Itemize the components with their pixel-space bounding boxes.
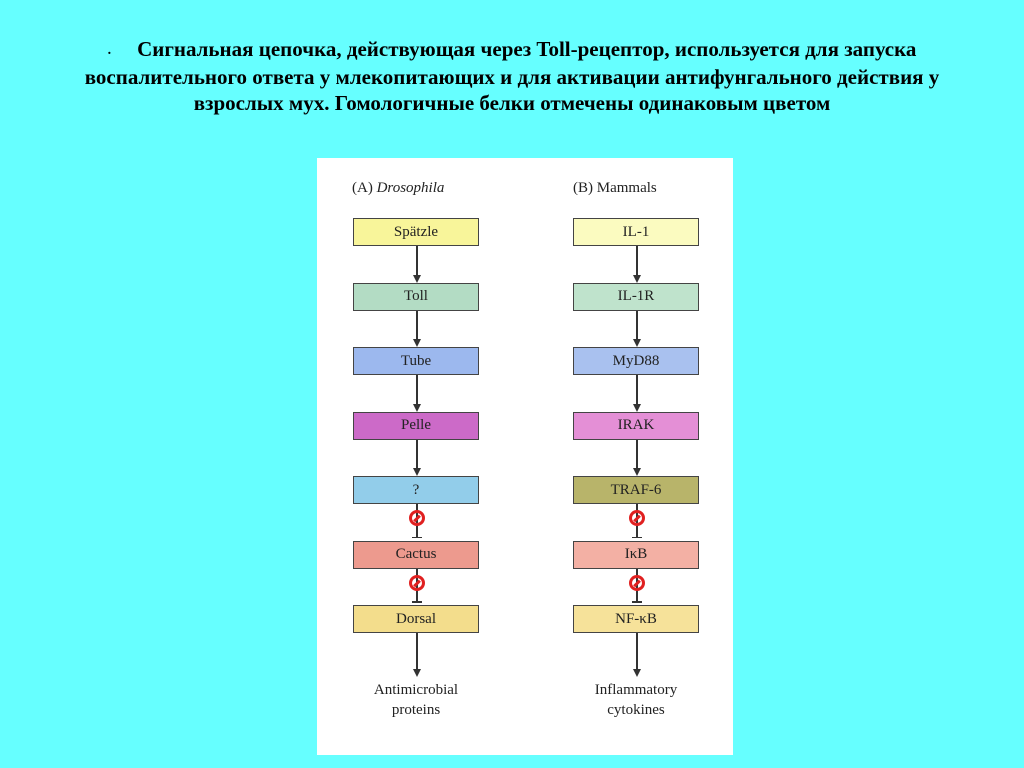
protein-box-a: ? (353, 476, 479, 504)
column-a-prefix: (A) (352, 180, 373, 196)
bullet-marker: . (107, 43, 112, 59)
column-header-drosophila: (A) Drosophila (352, 180, 444, 197)
protein-box-b: TRAF-6 (573, 476, 699, 504)
arrow-head (632, 669, 641, 677)
output-label-line: Antimicrobial (373, 682, 459, 698)
protein-box-a: Pelle (353, 411, 479, 440)
arrow-line (636, 633, 638, 669)
protein-box-b: IL-1 (573, 218, 699, 246)
protein-box-a: Tube (353, 347, 479, 375)
arrow-line (416, 310, 418, 339)
column-header-mammals: (B) Mammals (573, 180, 657, 197)
column-b-name: Mammals (596, 180, 657, 196)
output-label-line: proteins (391, 702, 441, 718)
arrow-head (632, 339, 641, 347)
column-b-prefix: (B) (573, 180, 593, 196)
inhibition-icon (408, 574, 425, 591)
arrow-line (416, 633, 418, 669)
arrow-head (412, 274, 421, 283)
inhibition-bar (631, 536, 642, 538)
output-label-line: Inflammatory (594, 682, 678, 698)
arrow-line (416, 246, 418, 275)
inhibition-icon (628, 510, 645, 526)
inhibition-bar (631, 601, 642, 603)
protein-box-b: NF-κB (573, 605, 699, 633)
inhibition-icon (408, 510, 425, 526)
output-label-line: cytokines (607, 702, 665, 718)
arrow-line (636, 310, 638, 339)
protein-box-b: IL-1R (573, 282, 699, 311)
column-a-name: Drosophila (376, 180, 445, 196)
protein-box-a: Toll (353, 282, 479, 311)
protein-box-a: Spätzle (353, 218, 479, 246)
protein-box-b: IRAK (573, 411, 699, 440)
output-label-a: Antimicrobial proteins (336, 680, 496, 720)
inhibition-bar (411, 601, 422, 603)
arrow-line (636, 439, 638, 468)
arrow-line (416, 375, 418, 404)
arrow-line (636, 375, 638, 404)
protein-box-b: MyD88 (573, 347, 699, 375)
arrow-head (632, 274, 641, 283)
slide-title-text: Сигнальная цепочка, действующая через To… (84, 37, 940, 116)
inhibition-icon (628, 574, 645, 591)
arrow-head (632, 468, 641, 476)
arrow-head (412, 669, 421, 677)
inhibition-bar (411, 536, 422, 538)
protein-box-b: IκB (573, 540, 699, 569)
protein-box-a: Dorsal (353, 605, 479, 633)
arrow-head (632, 403, 641, 412)
arrow-head (412, 403, 421, 412)
output-label-b: Inflammatory cytokines (556, 680, 716, 720)
arrow-line (416, 439, 418, 468)
arrow-head (412, 339, 421, 347)
arrow-head (412, 468, 421, 476)
arrow-line (636, 246, 638, 275)
protein-box-a: Cactus (353, 540, 479, 569)
slide-title: .Сигнальная цепочка, действующая через T… (40, 36, 984, 116)
